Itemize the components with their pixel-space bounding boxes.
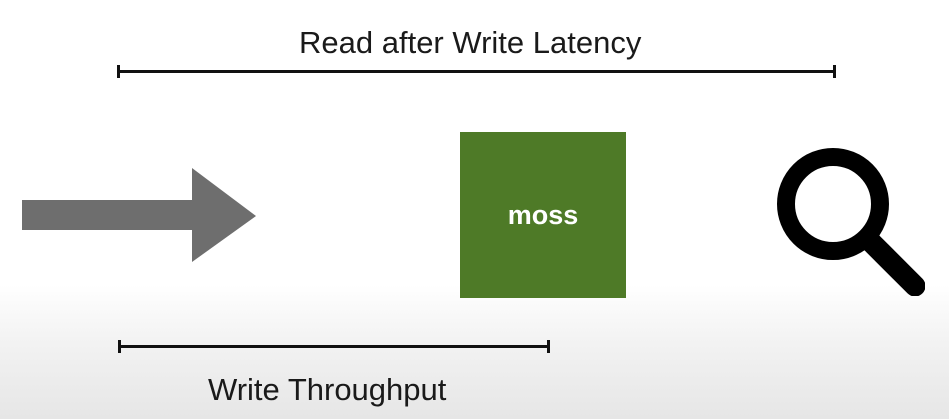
read-latency-span-line <box>117 65 836 78</box>
write-throughput-label: Write Throughput <box>208 372 447 407</box>
write-throughput-span-line <box>118 340 550 353</box>
read-after-write-latency-label: Read after Write Latency <box>299 25 642 60</box>
arrow-right-icon <box>22 168 256 262</box>
search-icon <box>777 148 925 296</box>
moss-store-label: moss <box>507 199 579 230</box>
moss-store-box: moss <box>460 132 626 298</box>
